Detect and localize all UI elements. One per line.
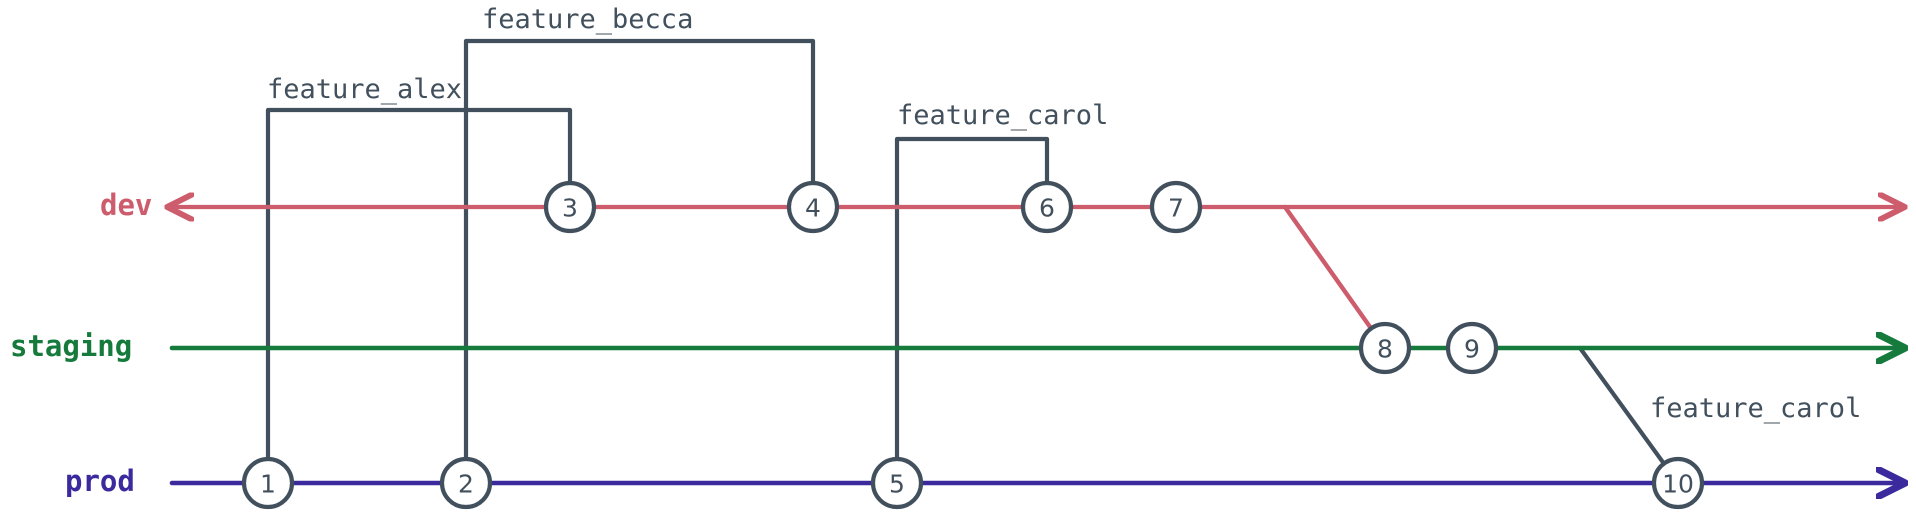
commit-label: 1 <box>260 470 276 499</box>
commit-node-10[interactable]: 10 <box>1651 456 1705 510</box>
commit-label: 4 <box>805 194 821 223</box>
feature-label-feature_becca: feature_becca <box>482 4 693 35</box>
feature-branch-path-feature_carol_merge <box>1577 345 1681 486</box>
feature-label-feature_carol: feature_carol <box>897 100 1108 131</box>
commit-node-7[interactable]: 7 <box>1149 180 1203 234</box>
commit-node-8[interactable]: 8 <box>1358 321 1412 375</box>
commit-node-1[interactable]: 1 <box>241 456 295 510</box>
commit-label: 10 <box>1662 470 1694 499</box>
feature-branch-path-feature_alex <box>265 107 573 486</box>
branch-label-dev: dev <box>100 188 152 222</box>
branch-name-labels: dev staging prod <box>10 188 152 498</box>
branch-label-prod: prod <box>65 464 135 498</box>
feature-label-feature_carol-merge: feature_carol <box>1650 393 1861 424</box>
feature-branch-path-feature_becca <box>463 38 816 486</box>
feature-branch-path-feature_carol <box>894 136 1050 486</box>
merge-edges <box>1282 204 1388 351</box>
branch-lanes <box>172 207 1900 483</box>
commit-node-6[interactable]: 6 <box>1020 180 1074 234</box>
commit-node-2[interactable]: 2 <box>439 456 493 510</box>
commit-label: 5 <box>889 470 905 499</box>
commit-node-5[interactable]: 5 <box>870 456 924 510</box>
merge-edge-dev-to-staging <box>1282 204 1388 351</box>
commit-node-4[interactable]: 4 <box>786 180 840 234</box>
commit-label: 6 <box>1039 194 1055 223</box>
commit-node-3[interactable]: 3 <box>543 180 597 234</box>
feature-label-feature_alex: feature_alex <box>267 74 462 105</box>
commit-label: 2 <box>458 470 474 499</box>
feature-branch-paths <box>265 38 1681 486</box>
commit-label: 9 <box>1464 335 1480 364</box>
branch-label-staging: staging <box>10 329 132 363</box>
commit-nodes: 1 2 3 4 5 6 7 <box>241 180 1705 510</box>
commit-label: 7 <box>1168 194 1184 223</box>
commit-label: 3 <box>562 194 578 223</box>
commit-label: 8 <box>1377 335 1393 364</box>
feature-branch-labels: feature_alex feature_becca feature_carol… <box>267 4 1861 424</box>
commit-node-9[interactable]: 9 <box>1445 321 1499 375</box>
